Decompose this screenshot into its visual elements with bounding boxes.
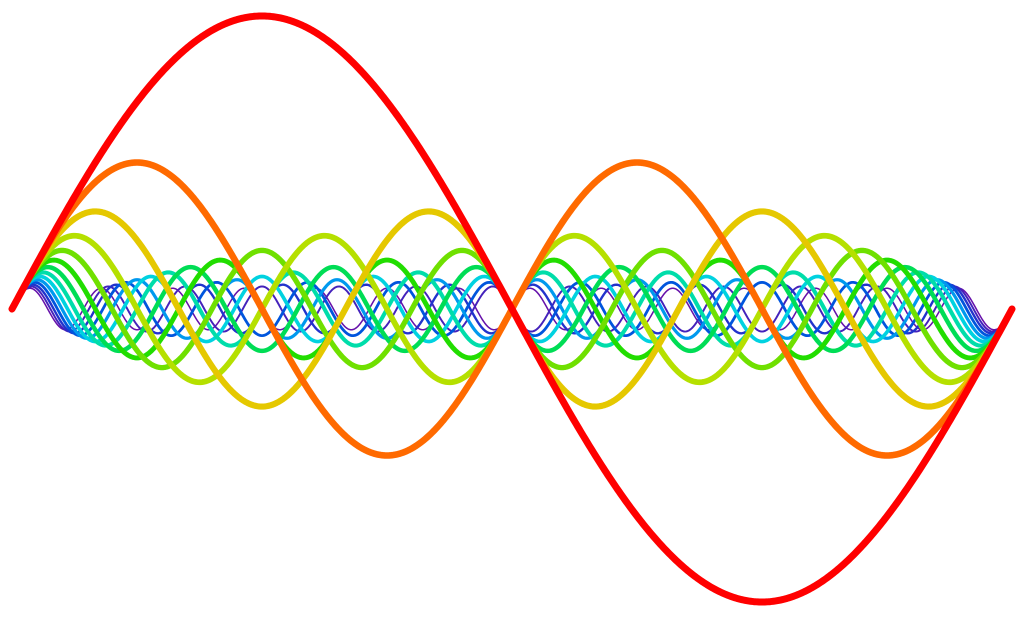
harmonic-1-wave <box>8 12 1016 606</box>
